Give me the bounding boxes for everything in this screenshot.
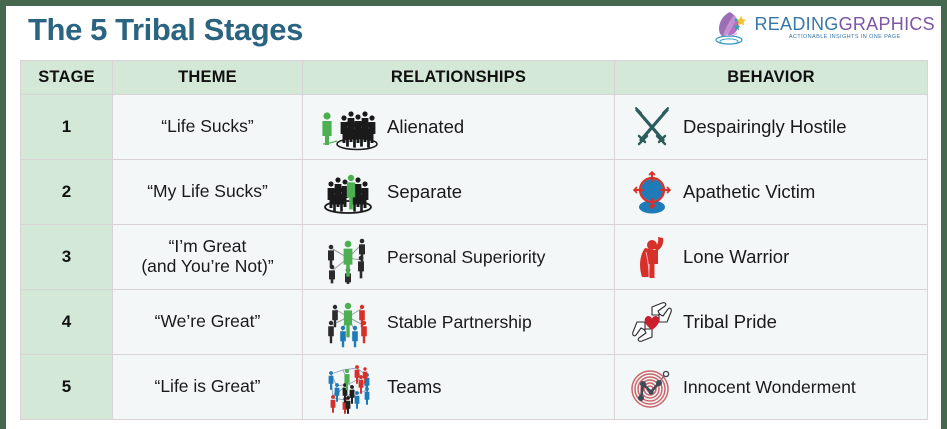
behavior-label: Lone Warrior xyxy=(683,246,790,267)
header: The 5 Tribal Stages READINGGRAPHICS ACTI… xyxy=(6,6,941,58)
behavior-label: Tribal Pride xyxy=(683,311,777,332)
behavior-cell: Despairingly Hostile xyxy=(614,94,928,160)
stage-number: 4 xyxy=(20,289,113,355)
caped-hero-raised-arm-icon xyxy=(640,237,664,278)
brand-tagline: ACTIONABLE INSIGHTS IN ONE PAGE xyxy=(788,34,901,41)
theme-line-1: “I’m Great xyxy=(168,236,247,257)
relationship-label: Stable Partnership xyxy=(387,311,532,332)
tribal-stages-table: STAGE THEME RELATIONSHIPS BEHAVIOR 1 “Li… xyxy=(20,60,928,420)
relationship-label: Alienated xyxy=(387,116,465,137)
theme-line-1: “Life is Great” xyxy=(154,376,261,397)
column-header-relationships: RELATIONSHIPS xyxy=(302,60,615,95)
behavior-cell: Innocent Wonderment xyxy=(614,354,928,420)
page-title: The 5 Tribal Stages xyxy=(28,12,303,47)
relationship-cell: Separate xyxy=(302,159,615,225)
stage-number: 2 xyxy=(20,159,113,225)
green-hub-connected-to-black-figures-icon xyxy=(328,238,365,284)
theme-text: “My Life Sucks” xyxy=(112,159,303,225)
brand-name-part1: READING xyxy=(754,14,839,35)
infographic-frame: The 5 Tribal Stages READINGGRAPHICS ACTI… xyxy=(6,6,941,429)
relationship-cell: Teams xyxy=(302,354,615,420)
theme-text: “Life is Great” xyxy=(112,354,303,420)
theme-text: “I’m Great (and You’re Not)” xyxy=(112,224,303,290)
behavior-label: Innocent Wonderment xyxy=(683,376,856,397)
column-header-stage: STAGE xyxy=(20,60,113,95)
column-header-behavior: BEHAVIOR xyxy=(614,60,928,95)
brand-name-g: G xyxy=(838,14,853,35)
table-row: 2 “My Life Sucks” xyxy=(20,159,928,225)
theme-text: “Life Sucks” xyxy=(112,94,303,160)
lone-green-figure-apart-from-black-crowd-icon xyxy=(322,111,378,151)
relationship-label: Separate xyxy=(387,181,463,202)
relationship-cell: Alienated xyxy=(302,94,615,160)
behavior-cell: Tribal Pride xyxy=(614,289,928,355)
table-row: 5 “Life is Great” xyxy=(20,354,928,420)
table-header-row: STAGE THEME RELATIONSHIPS BEHAVIOR xyxy=(20,60,928,95)
brand-name: READINGGRAPHICS xyxy=(754,15,935,33)
theme-line-1: “My Life Sucks” xyxy=(147,181,268,202)
stage-number: 1 xyxy=(20,94,113,160)
theme-line-2: (and You’re Not)” xyxy=(141,256,274,276)
targeted-person-crosshair-icon xyxy=(632,170,672,214)
multicolor-network-small-group-icon xyxy=(328,302,367,348)
behavior-cell: Lone Warrior xyxy=(614,224,928,290)
crossed-swords-icon xyxy=(635,107,669,146)
theme-line-1: “Life Sucks” xyxy=(161,116,254,137)
behavior-label: Despairingly Hostile xyxy=(683,116,847,137)
four-hands-around-heart-icon xyxy=(632,302,672,342)
relationship-label: Personal Superiority xyxy=(387,246,546,267)
behavior-cell: Apathetic Victim xyxy=(614,159,928,225)
theme-text: “We’re Great” xyxy=(112,289,303,355)
reading-graphics-quill-logo-icon xyxy=(715,12,747,45)
brand-logo: READINGGRAPHICS ACTIONABLE INSIGHTS IN O… xyxy=(710,9,935,47)
table-row: 1 “Life Sucks” xyxy=(20,94,928,160)
green-figure-within-black-crowd-icon xyxy=(324,174,372,214)
column-header-theme: THEME xyxy=(112,60,303,95)
ripple-rings-with-nodes-icon xyxy=(631,370,670,408)
brand-name-part2: RAPHICS xyxy=(852,14,935,35)
dense-multicolor-team-network-icon xyxy=(328,365,370,414)
stage-number: 3 xyxy=(20,224,113,290)
behavior-label: Apathetic Victim xyxy=(683,181,816,202)
relationship-cell: Personal Superiority xyxy=(302,224,615,290)
table-row: 3 “I’m Great (and You’re Not)” xyxy=(20,224,928,290)
relationship-cell: Stable Partnership xyxy=(302,289,615,355)
table-row: 4 “We’re Great” xyxy=(20,289,928,355)
theme-line-1: “We’re Great” xyxy=(154,311,261,332)
stage-number: 5 xyxy=(20,354,113,420)
brand-wordmark: READINGGRAPHICS ACTIONABLE INSIGHTS IN O… xyxy=(754,15,935,41)
relationship-label: Teams xyxy=(387,376,442,397)
